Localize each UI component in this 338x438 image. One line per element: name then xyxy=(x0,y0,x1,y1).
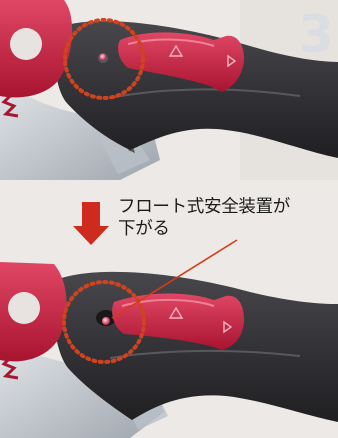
highlight-circle-top xyxy=(63,18,145,100)
bottom-panel xyxy=(0,252,338,438)
down-arrow-icon xyxy=(73,202,109,245)
highlight-circle-bottom xyxy=(62,280,146,364)
lever-bottom xyxy=(112,293,244,350)
float-pin-bottom xyxy=(102,317,110,325)
svg-text:3: 3 xyxy=(298,5,334,65)
top-panel: 3 xyxy=(0,0,338,180)
caption: フロート式安全装置が 下がる xyxy=(118,196,336,240)
caption-line-1: フロート式安全装置が xyxy=(118,197,290,217)
triangle-arrow-icon xyxy=(168,44,184,57)
leader-line xyxy=(111,239,238,319)
lever-top xyxy=(118,32,244,92)
float-pin-top xyxy=(99,53,107,61)
triangle-arrow-icon xyxy=(168,306,184,319)
caption-line-2: 下がる xyxy=(118,219,170,239)
